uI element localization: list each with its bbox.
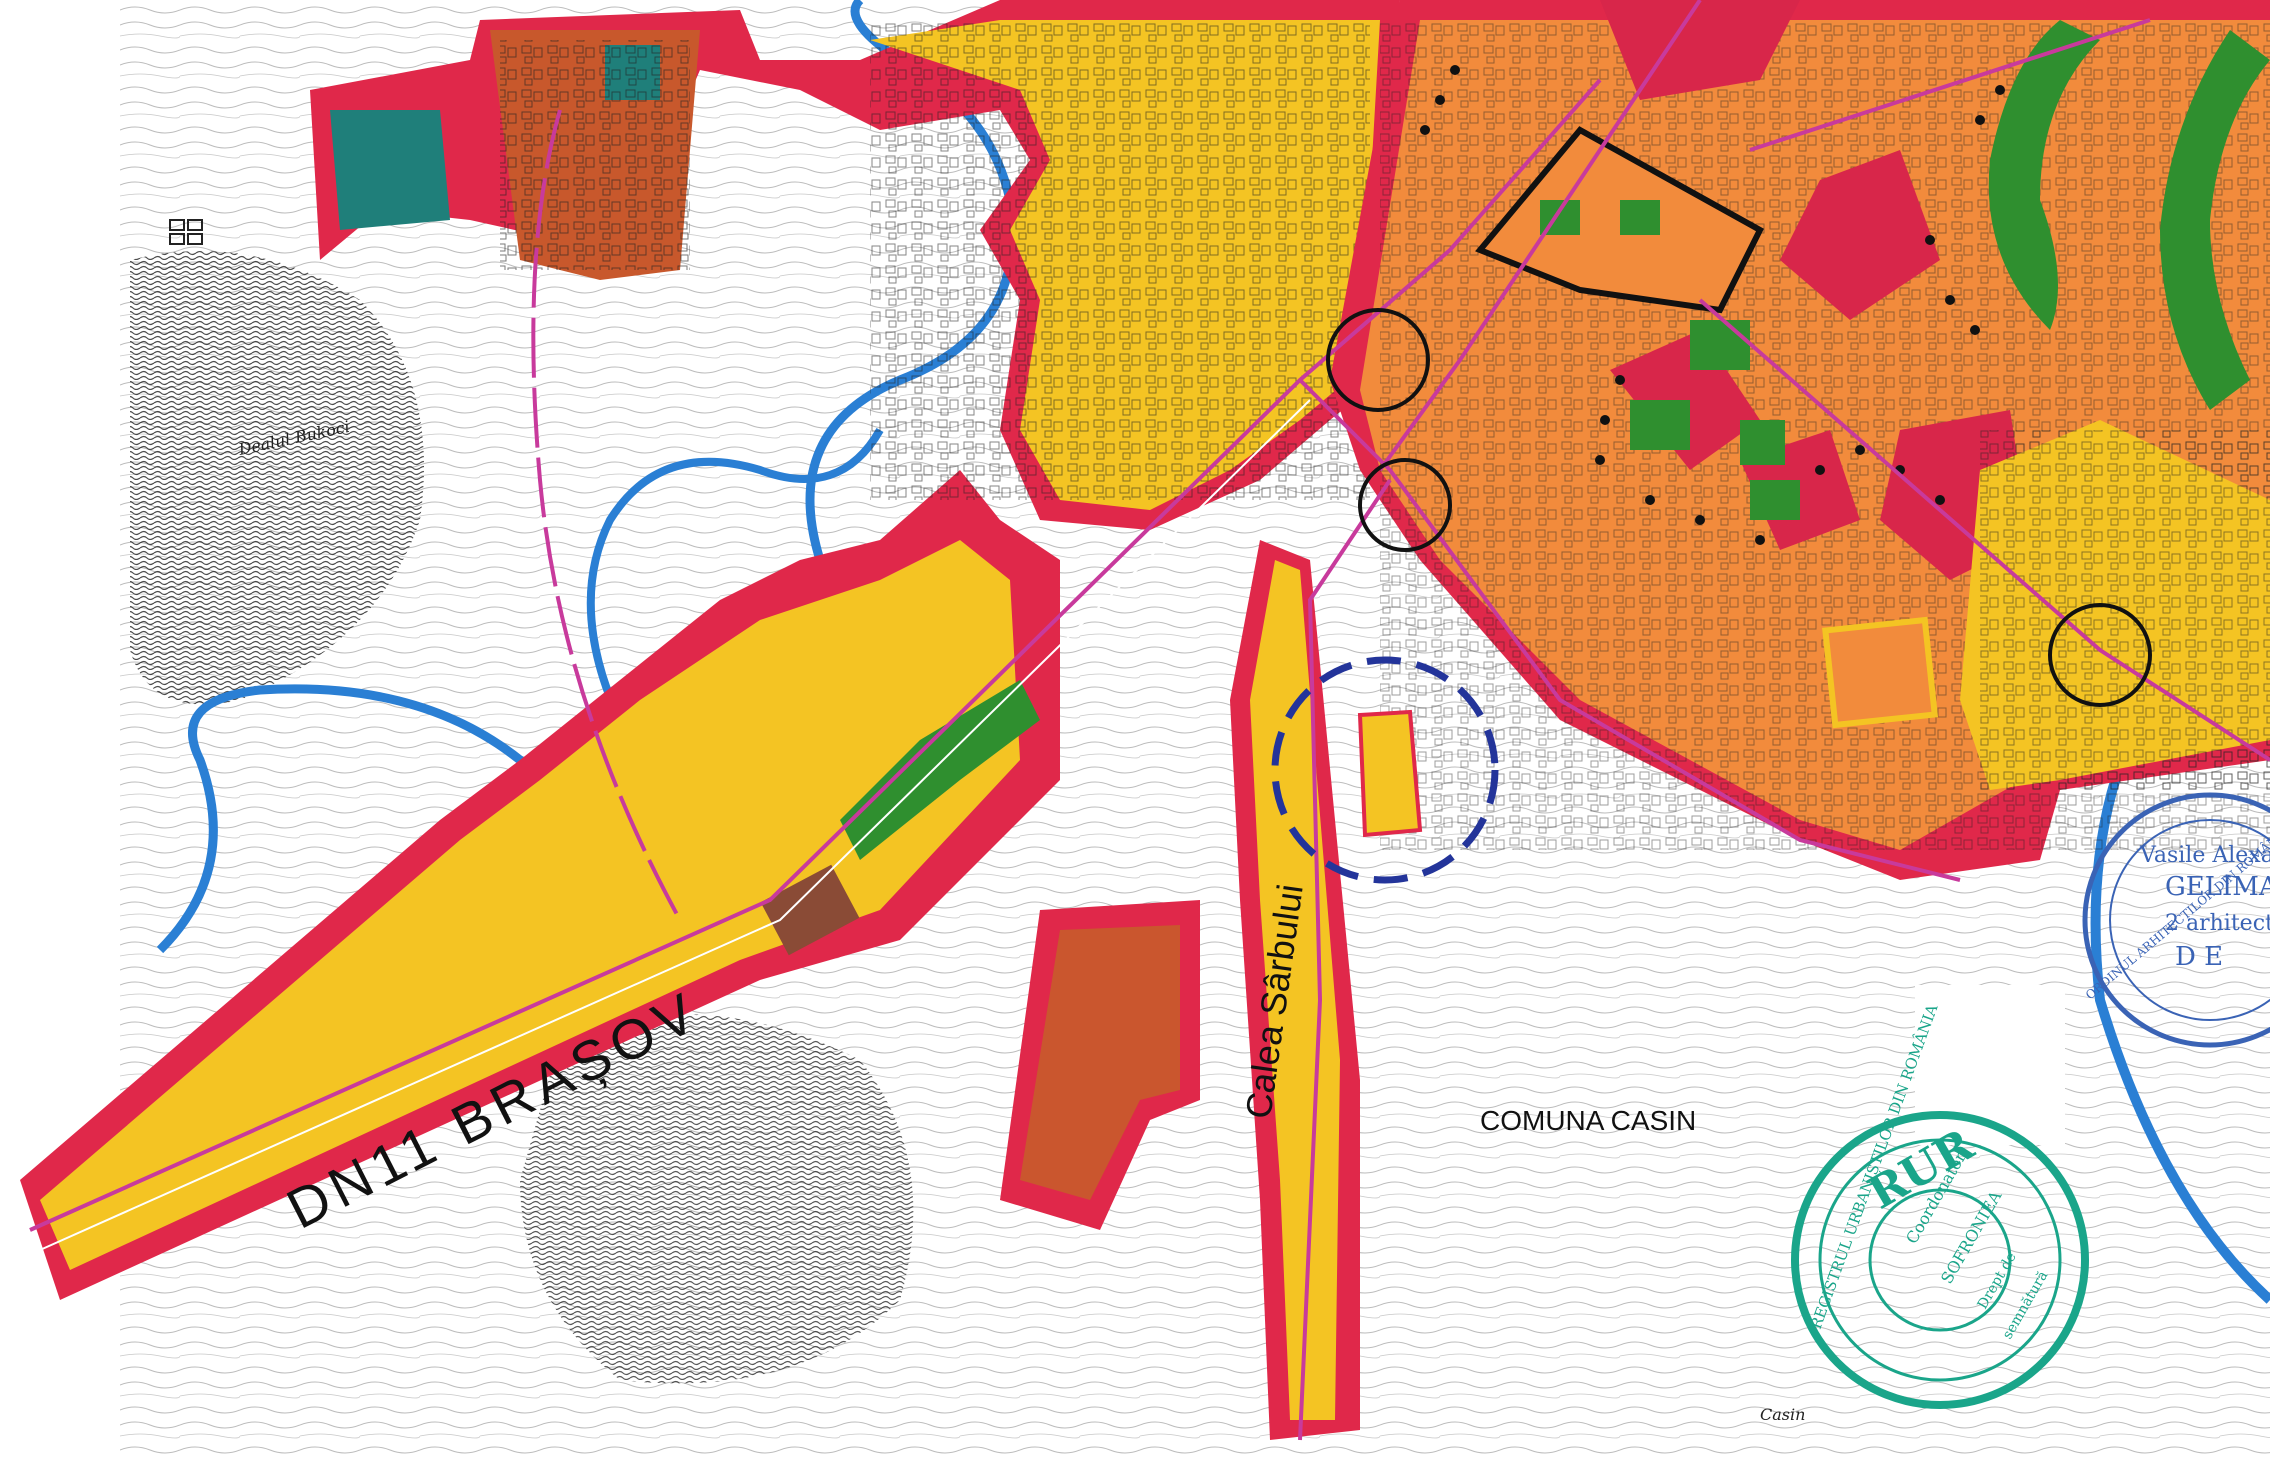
blue-seal-name: GELIMA [2165,872,2270,902]
green-square-3 [1690,320,1750,370]
green-square-6 [1750,480,1800,520]
label-commune-casin: COMUNA CASIN [1480,1105,1696,1136]
road-bypass-dashed [531,109,682,921]
blue-seal-center: D E [2175,942,2223,972]
road-calea-sarbului [1298,478,1392,1441]
road-east-diagonal [1698,298,2270,762]
residential-blocks-north [870,20,1370,500]
road-central-diagonal [1298,378,1961,882]
intersection-circle-2 [1358,458,1452,552]
green-square-2 [1620,200,1660,235]
label-river-small: Casin [1760,1405,1805,1424]
green-river-band [1988,20,2100,330]
blue-seal-line: 2 arhitect [2165,911,2270,936]
road-central-diagonal-2 [1378,0,1702,472]
yellow-outlined-block [1822,616,1939,729]
green-square-5 [1740,420,1785,465]
blue-seal-name-top: Vasile Alexa [2139,843,2270,868]
intersection-circle-3 [2048,603,2152,707]
zone-mixed-red-2 [1780,150,1940,320]
study-area-plot [1357,709,1423,838]
green-river-band-2 [2160,30,2270,410]
hill-dense-contours-west [130,251,424,705]
tree-alignment-dots [1420,65,2005,545]
zone-residential-south-strip [1250,560,1340,1420]
building-icons [169,219,203,245]
residential-blocks-nw [500,40,690,270]
green-square-4 [1630,400,1690,450]
zone-green-strip [840,680,1040,860]
zone-residential-corridor [40,540,1020,1270]
road-northeast [1749,18,2151,152]
hill-dense-contours-south [520,1014,914,1384]
zone-industrial-teal [330,110,450,230]
river-loop [586,428,884,762]
road-dn11-edge [39,399,1311,1251]
intersection-circle-1 [1326,308,1430,412]
zone-special-brown [760,864,860,956]
zone-industrial-brown [1020,925,1180,1200]
study-area-dashed-circle [1271,656,1499,884]
